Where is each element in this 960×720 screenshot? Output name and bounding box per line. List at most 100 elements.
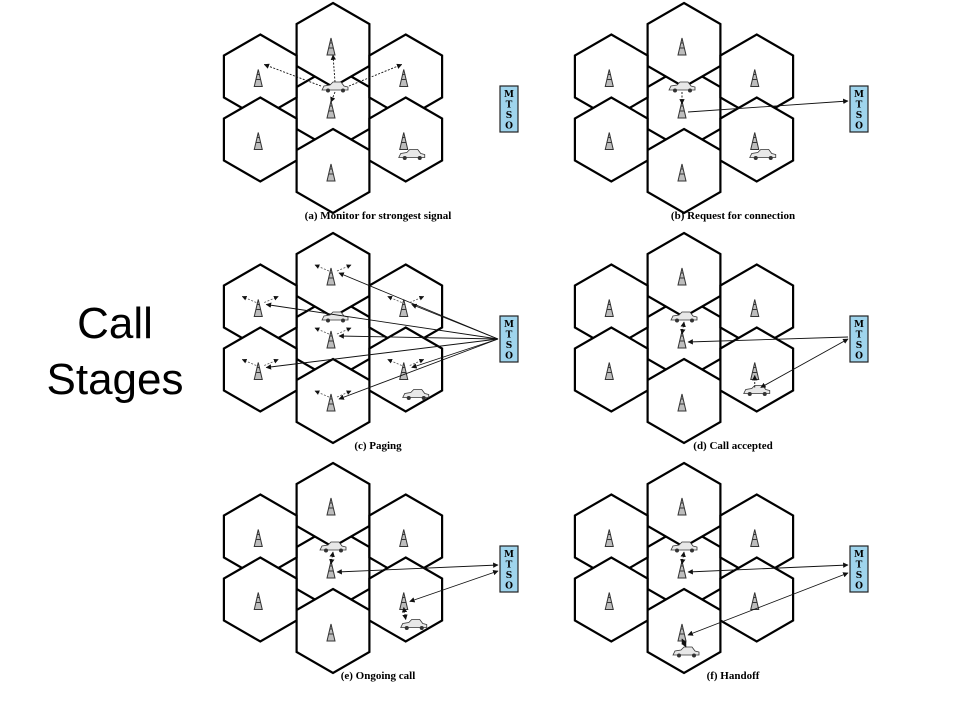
broadcast-line: [264, 295, 279, 303]
voice-line: [687, 562, 849, 575]
cell-tower-icon: [253, 592, 263, 610]
cell-tower-icon: [399, 529, 409, 547]
cell-tower-icon: [677, 37, 687, 56]
car-icon: [670, 311, 698, 323]
slide-title-line-2: Stages: [46, 355, 184, 404]
cell-tower-icon: [604, 529, 614, 547]
signal-line: [263, 63, 322, 87]
voice-line: [336, 562, 499, 575]
paging-line: [338, 333, 499, 340]
mtso-letter: O: [505, 352, 513, 362]
cell-tower-icon: [677, 267, 687, 286]
panel-caption: (d) Call accepted: [693, 440, 772, 452]
mtso-letter: O: [855, 122, 863, 132]
mtso-letter: M: [504, 320, 514, 330]
cell-tower-icon: [326, 497, 336, 516]
cell-tower-icon: [326, 267, 336, 286]
cell-tower-icon: [399, 69, 409, 87]
broadcast-line: [314, 390, 330, 398]
car-icon: [749, 149, 777, 160]
cell-tower-icon: [326, 330, 336, 349]
mtso-letter: T: [506, 101, 513, 111]
cell-tower-icon: [326, 100, 336, 119]
cell-tower-icon: [326, 163, 336, 182]
broadcast-line: [241, 295, 257, 303]
broadcast-line: [314, 327, 330, 335]
broadcast-line: [336, 264, 352, 272]
mtso-letter: T: [506, 561, 513, 571]
hex-grid: [222, 231, 444, 445]
mtso-letter: O: [505, 122, 513, 132]
mtso-letter: S: [856, 111, 863, 121]
car-icon: [319, 541, 347, 553]
cell-tower-icon: [604, 69, 614, 87]
handoff-line: [687, 572, 849, 636]
panel-caption: (e) Ongoing call: [341, 670, 416, 682]
cell-tower-icon: [750, 299, 760, 317]
broadcast-line: [336, 390, 352, 398]
mtso-letter: O: [505, 582, 513, 592]
signal-line: [330, 54, 337, 83]
cell-tower-icon: [399, 132, 409, 150]
cell-tower-icon: [253, 132, 263, 150]
mtso-letter: S: [506, 571, 513, 581]
paging-line: [265, 302, 499, 340]
car-icon: [398, 149, 426, 160]
car-icon: [400, 619, 428, 630]
mtso-letter: M: [854, 550, 864, 560]
cell-tower-icon: [253, 299, 263, 317]
broadcast-line: [264, 358, 279, 366]
cell-tower-icon: [326, 623, 336, 642]
paging-line: [265, 338, 499, 370]
cell-tower-icon: [677, 560, 687, 579]
car-icon: [402, 389, 430, 400]
car-icon: [321, 311, 349, 323]
panel-caption: (f) Handoff: [707, 670, 760, 682]
hex-grid: [222, 1, 444, 215]
mtso-letter: S: [506, 111, 513, 121]
mtso-letter: S: [506, 341, 513, 351]
paging-line: [338, 338, 499, 400]
paging-line: [411, 303, 499, 340]
voice-line: [409, 570, 499, 603]
cell-tower-icon: [253, 362, 263, 380]
radio-link: [681, 638, 687, 648]
panel-caption: (b) Request for connection: [671, 210, 795, 222]
car-icon: [321, 81, 349, 93]
cell-tower-icon: [604, 362, 614, 380]
cell-tower-icon: [604, 592, 614, 610]
panel-caption: (a) Monitor for strongest signal: [305, 210, 452, 222]
mtso-letter: T: [506, 331, 513, 341]
mtso-letter: T: [856, 101, 863, 111]
request-line: [687, 98, 849, 113]
car-icon: [668, 81, 696, 93]
accept-line: [760, 338, 849, 388]
cell-tower-icon: [677, 330, 687, 349]
broadcast-line: [241, 358, 257, 366]
car-icon: [672, 646, 700, 658]
signal-line: [330, 91, 336, 103]
cell-tower-icon: [750, 132, 760, 150]
cell-tower-icon: [677, 100, 687, 119]
slide-title: Call Stages: [20, 296, 210, 408]
mtso-letter: M: [504, 550, 514, 560]
car-icon: [670, 541, 698, 553]
panel-caption: (c) Paging: [354, 440, 402, 452]
cell-tower-icon: [399, 299, 409, 317]
broadcast-line: [409, 358, 425, 366]
mtso-letter: M: [854, 320, 864, 330]
broadcast-line: [387, 295, 402, 303]
broadcast-line: [314, 264, 330, 272]
